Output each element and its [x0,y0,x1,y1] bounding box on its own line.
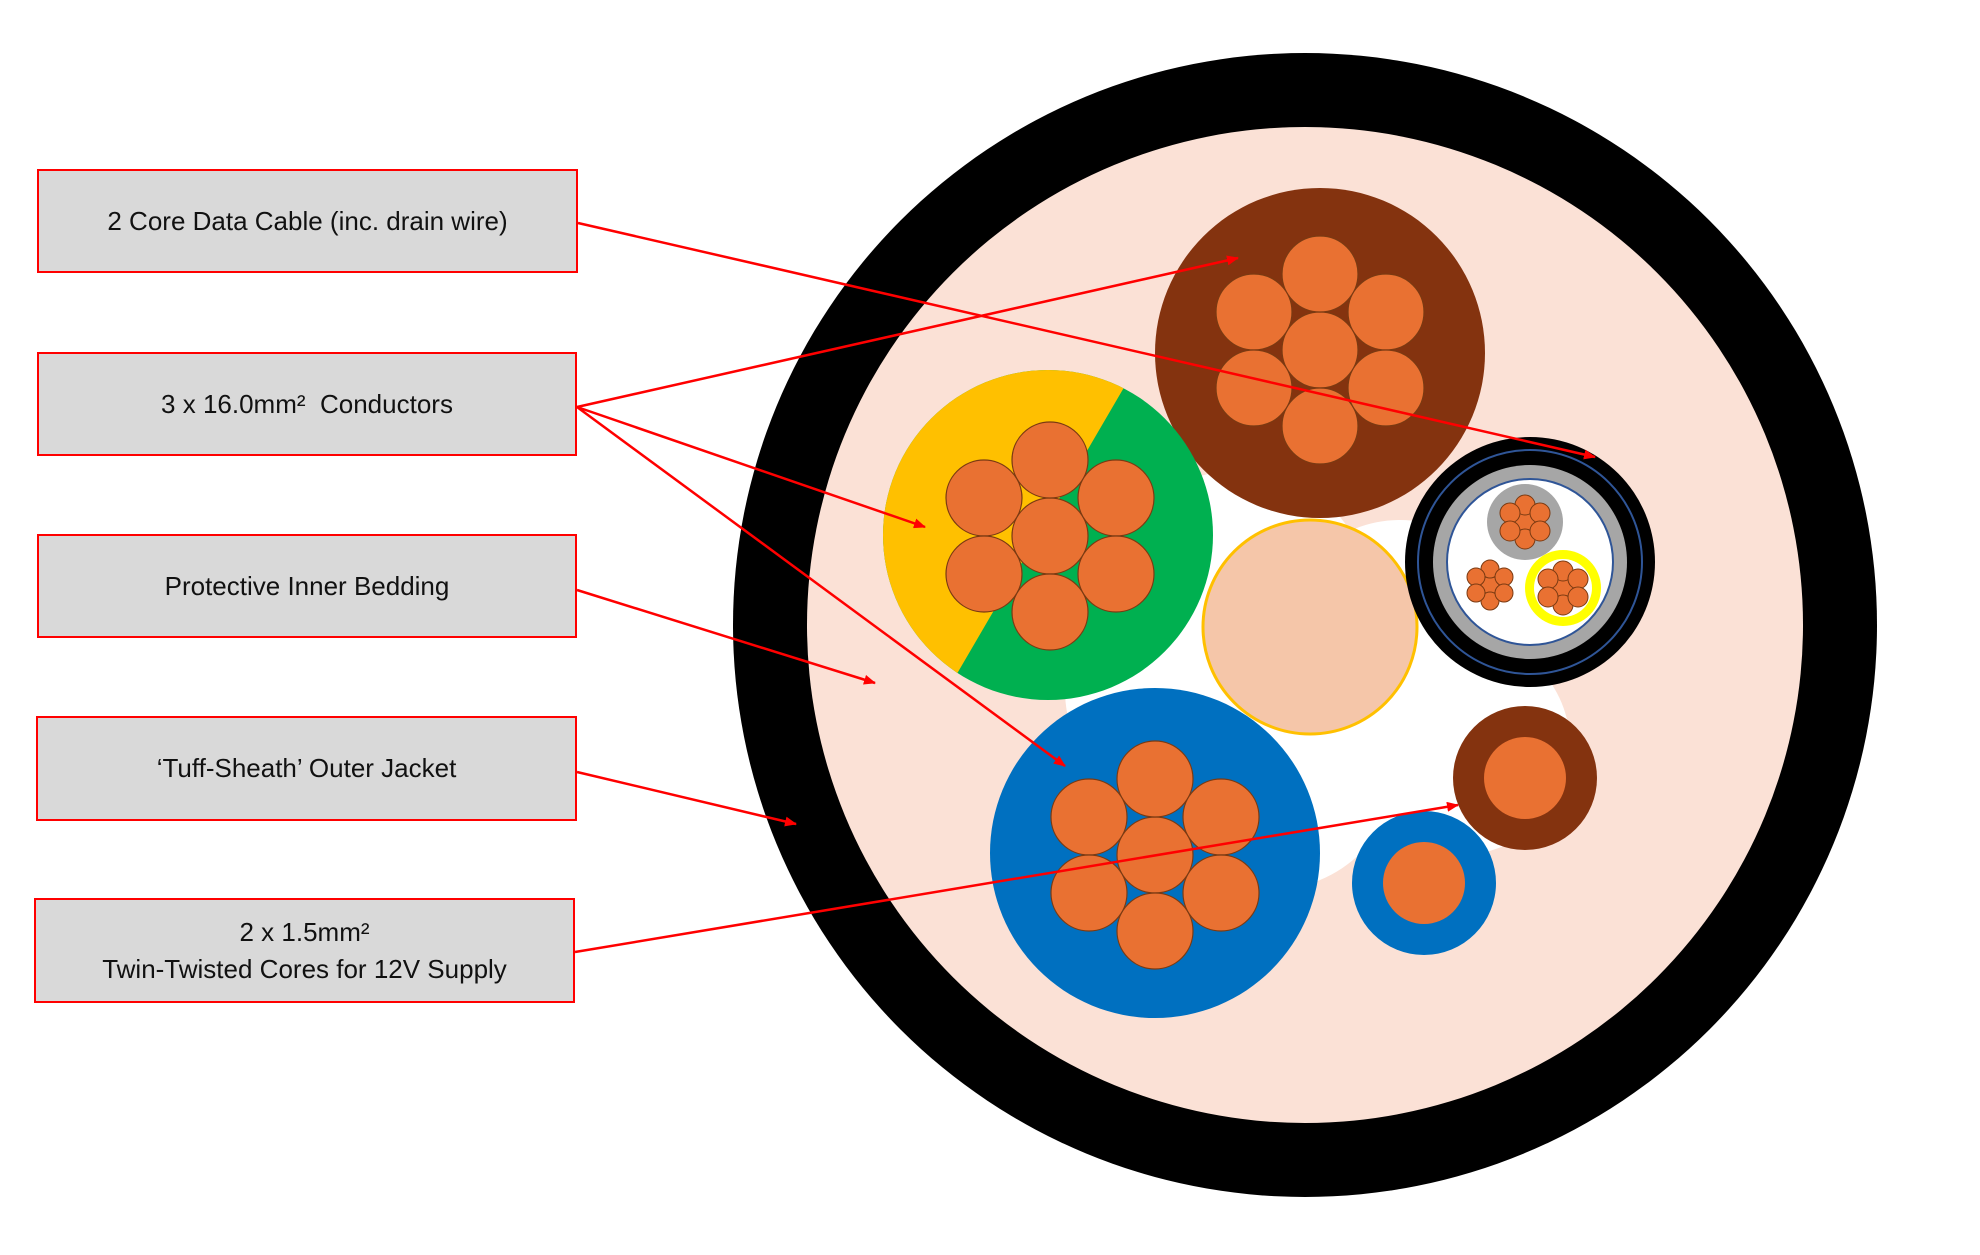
label-inner-bedding-text: Protective Inner Bedding [164,570,450,601]
label-data-cable-text: 2 Core Data Cable (inc. drain wire) [107,205,508,236]
label-inner-bedding: Protective Inner Bedding [37,534,577,638]
label-supply-cores-line1: 2 x 1.5mm² [239,917,370,948]
label-conductors-text: 3 x 16.0mm² Conductors [161,388,453,419]
conductor-blue [990,688,1320,1018]
supply-core-brown [1453,706,1597,850]
label-supply-cores-line2: Twin-Twisted Cores for 12V Supply [102,953,507,984]
leader-outer-jacket [576,770,797,827]
drain-wire [1466,559,1514,611]
label-conductors: 3 x 16.0mm² Conductors [37,352,577,456]
leader-supply-cores [574,801,1459,954]
copper-strands [945,421,1155,651]
filler-core [1201,518,1419,736]
data-cable [1405,437,1655,687]
leader-lines [574,221,1596,954]
leader-conductor-brown [576,255,1239,409]
leader-inner-bedding [576,588,876,685]
label-supply-cores: 2 x 1.5mm² Twin-Twisted Cores for 12V Su… [34,898,575,1003]
label-outer-jacket-text: ‘Tuff-Sheath’ Outer Jacket [156,753,457,784]
leader-conductor-blue [576,405,1066,768]
copper-strands [1215,235,1425,465]
leader-data-cable [577,221,1596,460]
conductor-brown [1155,188,1485,518]
supply-core-blue [1352,811,1496,955]
conductor-yellow-green [883,370,1213,700]
label-data-cable: 2 Core Data Cable (inc. drain wire) [37,169,578,273]
leader-conductor-yellow-green [576,405,926,529]
label-outer-jacket: ‘Tuff-Sheath’ Outer Jacket [36,716,577,821]
